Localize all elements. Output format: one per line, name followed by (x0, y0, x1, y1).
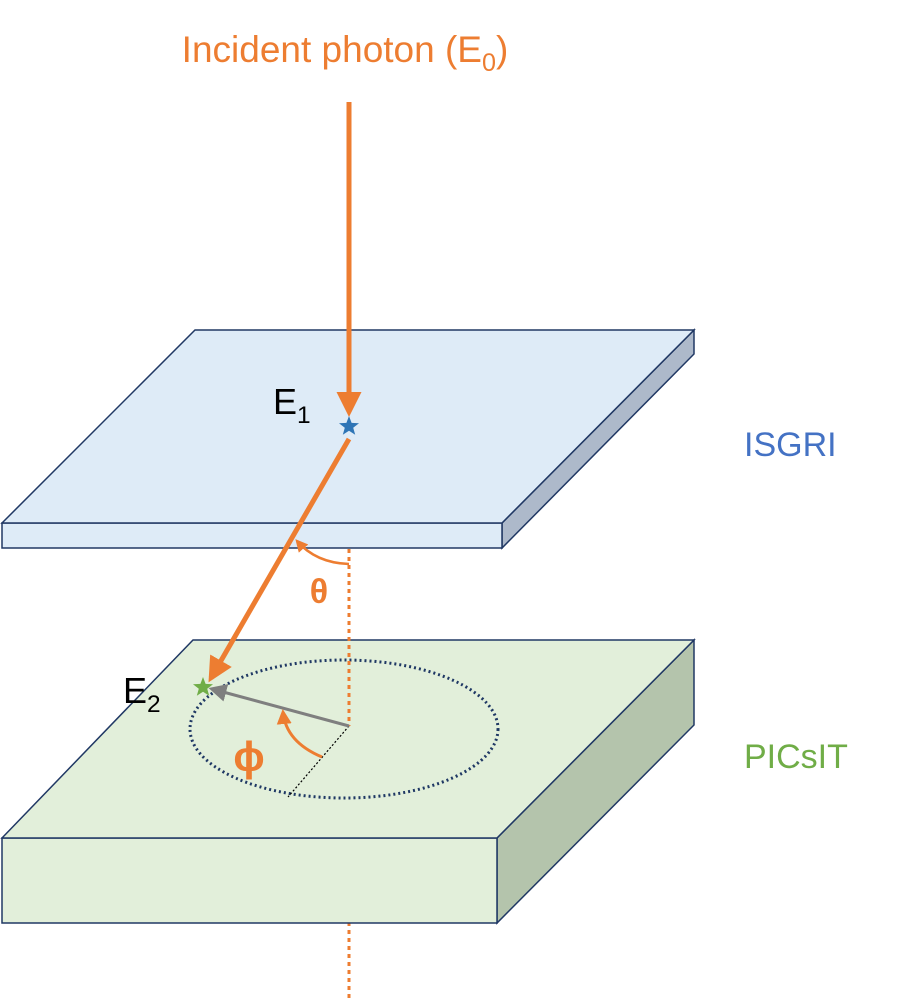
picsit-top-face (0, 639, 696, 839)
isgri-front-face (1, 522, 503, 549)
e1-label: E1 (273, 381, 311, 429)
phi-arc (276, 709, 323, 759)
theta-label: θ (310, 573, 328, 611)
e2-interaction-star (193, 677, 213, 696)
picsit-label: PICsIT (744, 738, 848, 776)
theta-arc (295, 539, 350, 566)
phi-label: ϕ (233, 733, 264, 780)
e1-interaction-star (339, 416, 359, 435)
isgri-label: ISGRI (744, 426, 837, 464)
picsit-detector (0, 638, 696, 925)
e2-label: E2 (123, 670, 161, 718)
diagram-title: Incident photon (E0) (182, 29, 509, 77)
azimuth-ring (188, 658, 500, 800)
scatter-projection-line (208, 684, 350, 728)
scattered-photon-arrow (208, 437, 352, 683)
picsit-front-face (1, 837, 498, 924)
